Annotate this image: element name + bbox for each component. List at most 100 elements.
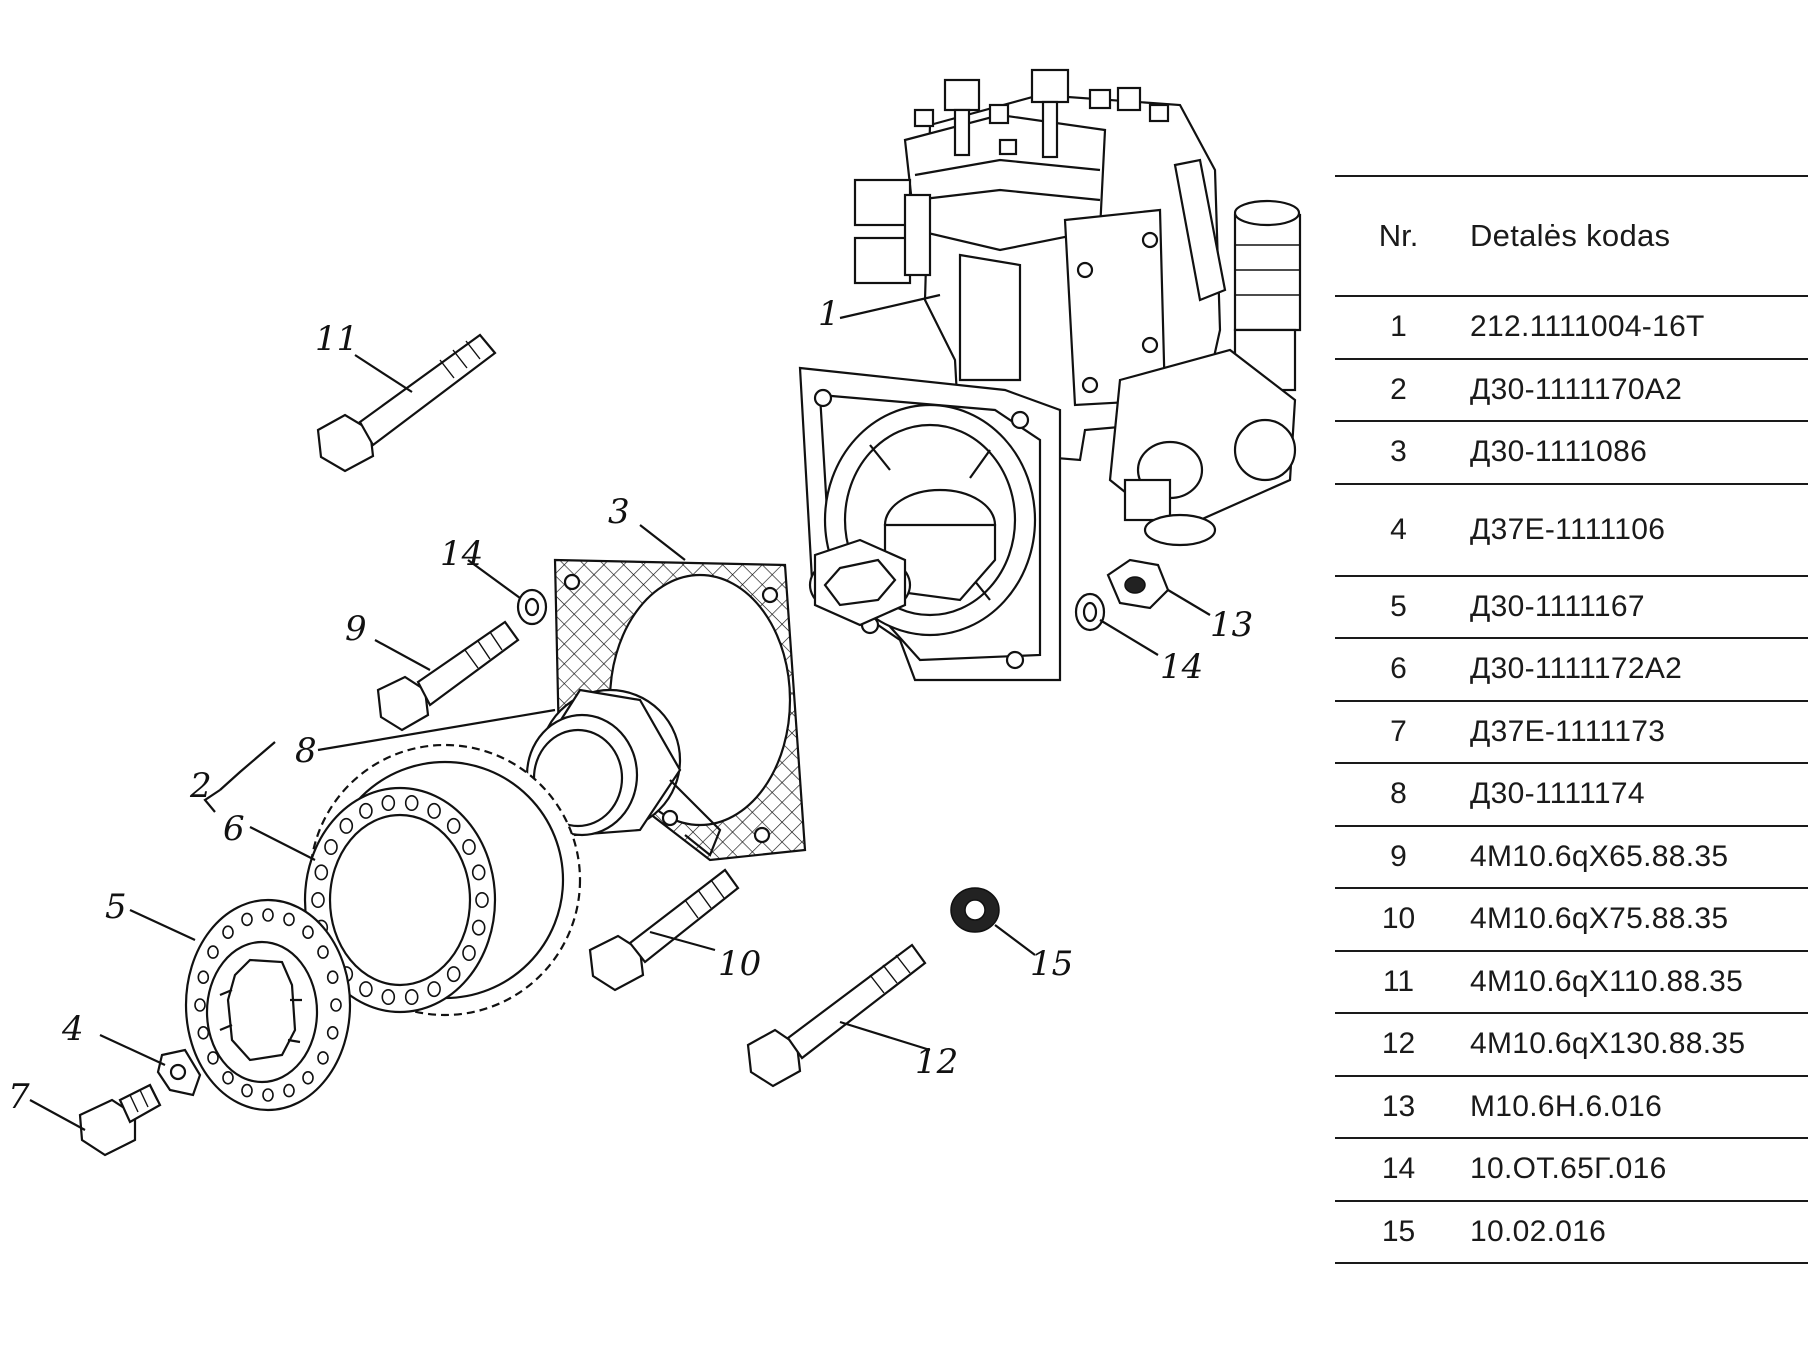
hole xyxy=(302,1071,314,1085)
table-header: Nr. Detalės kodas xyxy=(1335,177,1808,295)
row-nr: 8 xyxy=(1390,777,1407,811)
hole xyxy=(283,912,295,927)
hole xyxy=(283,1083,295,1098)
part-6-gear xyxy=(303,743,582,1017)
row-code: 212.1111004-16T xyxy=(1470,310,1705,344)
part-11-bolt xyxy=(316,333,497,473)
row-nr: 12 xyxy=(1381,1027,1416,1061)
callout-6: 6 xyxy=(223,809,245,849)
row-code: Д37Е-1111173 xyxy=(1470,714,1666,748)
hole xyxy=(302,925,314,940)
callout-15: 15 xyxy=(1030,944,1073,984)
row-code: М10.6Н.6.016 xyxy=(1470,1089,1663,1123)
table-row: 1 212.1111004-16T xyxy=(1335,295,1808,358)
row-code: 4М10.6qХ130.88.35 xyxy=(1470,1027,1746,1061)
hole xyxy=(475,891,489,908)
row-code: 4М10.6qХ110.88.35 xyxy=(1470,964,1744,998)
hole xyxy=(462,838,476,855)
hole xyxy=(339,817,354,834)
hole xyxy=(262,908,274,922)
part-15-washer xyxy=(950,887,1000,933)
table-row: 12 4М10.6qХ130.88.35 xyxy=(1335,1012,1808,1075)
hole xyxy=(427,802,441,819)
callout-1: 1 xyxy=(818,294,840,334)
part-12-bolt xyxy=(746,943,927,1088)
hole xyxy=(262,1088,274,1102)
part-14-washer-b xyxy=(1074,592,1106,632)
row-nr: 1 xyxy=(1390,310,1407,344)
callout-9: 9 xyxy=(345,609,367,649)
row-code: Д30-1111170А2 xyxy=(1470,372,1683,406)
hole xyxy=(222,1071,234,1085)
row-nr: 2 xyxy=(1390,372,1407,406)
hole xyxy=(194,998,206,1012)
row-code: Д30-1111174 xyxy=(1470,777,1645,811)
hole xyxy=(471,919,486,936)
hole xyxy=(317,1051,329,1065)
hole xyxy=(241,1083,253,1098)
leader-lines xyxy=(29,293,1211,1131)
row-nr: 3 xyxy=(1390,435,1407,469)
callout-2: 2 xyxy=(189,766,212,806)
hole xyxy=(359,802,373,819)
part-1-injection-pump xyxy=(798,68,1302,682)
row-nr: 7 xyxy=(1390,714,1407,748)
hole xyxy=(207,945,219,959)
header-nr: Nr. xyxy=(1378,218,1419,253)
row-code: 4М10.6qХ75.88.35 xyxy=(1470,902,1729,936)
row-nr: 4 xyxy=(1390,512,1407,546)
table-body: 1 212.1111004-16T 2 Д30-1111170А2 3 Д30-11110… xyxy=(1335,295,1808,1262)
hole xyxy=(427,981,441,998)
row-nr: 9 xyxy=(1390,839,1407,873)
hole xyxy=(197,1026,210,1040)
callout-11: 11 xyxy=(315,319,358,359)
hole xyxy=(197,970,210,985)
table-row: 9 4М10.6qХ65.88.35 xyxy=(1335,824,1808,888)
hole xyxy=(317,945,329,959)
row-code: 4М10.6qХ65.88.35 xyxy=(1470,839,1729,873)
hole xyxy=(311,891,325,908)
row-code: 10.02.016 xyxy=(1470,1214,1607,1248)
row-code: 10.ОТ.65Г.016 xyxy=(1470,1152,1667,1186)
callout-12: 12 xyxy=(915,1042,958,1082)
hole xyxy=(359,981,373,998)
hole xyxy=(241,912,253,927)
table-row: 11 4М10.6qХ110.88.35 xyxy=(1335,949,1808,1013)
hole xyxy=(404,794,419,811)
hole xyxy=(324,838,338,855)
hole xyxy=(314,864,329,881)
hole xyxy=(381,988,396,1005)
callout-7: 7 xyxy=(8,1077,30,1117)
hole xyxy=(471,864,486,881)
table-row: 8 Д30-1111174 xyxy=(1335,762,1808,825)
part-5-drive-plate xyxy=(184,898,352,1112)
part-7-bolt xyxy=(78,1083,162,1157)
header-code: Detalės kodas xyxy=(1470,218,1671,253)
table-row: 7 Д37Е-1111173 xyxy=(1335,699,1808,763)
callout-5: 5 xyxy=(105,887,127,927)
table-top-rule xyxy=(1335,175,1808,177)
callout-14b: 14 xyxy=(1160,647,1203,687)
hole xyxy=(326,1026,339,1040)
table-row: 14 10.ОТ.65Г.016 xyxy=(1335,1137,1808,1200)
row-nr: 15 xyxy=(1381,1214,1416,1248)
table-row: 2 Д30-1111170А2 xyxy=(1335,357,1808,421)
row-code: Д30-1111086 xyxy=(1470,435,1648,469)
hole xyxy=(330,998,342,1012)
callout-13: 13 xyxy=(1210,605,1253,645)
row-code: Д30-1111172А2 xyxy=(1470,652,1683,686)
hole xyxy=(207,1051,219,1065)
part-13-nut xyxy=(1106,558,1170,610)
hole xyxy=(462,944,476,961)
callout-4: 4 xyxy=(61,1009,84,1049)
callout-10: 10 xyxy=(718,944,761,984)
row-nr: 14 xyxy=(1381,1152,1416,1186)
part-9-bolt xyxy=(376,620,520,732)
row-nr: 11 xyxy=(1382,964,1415,998)
exploded-parts-diagram: 1 2 3 4 5 6 7 8 9 10 11 12 13 14 14 15 xyxy=(8,68,1302,1157)
hole xyxy=(381,794,396,811)
